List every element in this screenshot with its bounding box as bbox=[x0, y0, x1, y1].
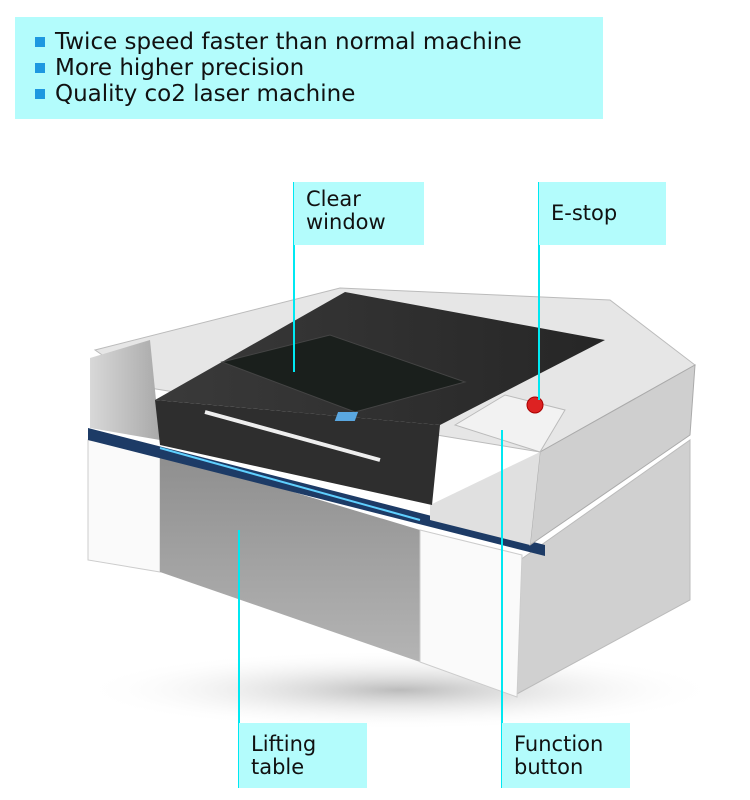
callout-text: Function bbox=[514, 732, 604, 756]
square-bullet-icon bbox=[35, 37, 45, 47]
feature-item: More higher precision bbox=[35, 55, 603, 81]
feature-item: Twice speed faster than normal machine bbox=[35, 29, 603, 55]
callout-clear-window: Clear window bbox=[294, 182, 424, 245]
left-block bbox=[90, 340, 160, 440]
callout-line bbox=[238, 530, 240, 788]
left-pillar bbox=[87, 439, 161, 573]
callout-line bbox=[293, 182, 295, 372]
callout-text: Clear bbox=[306, 187, 361, 211]
callout-text: Lifting bbox=[251, 732, 317, 756]
callout-e-stop: E-stop bbox=[539, 182, 666, 245]
callout-line bbox=[501, 430, 503, 788]
callout-lifting-table: Lifting table bbox=[239, 723, 367, 788]
callout-function-button: Function button bbox=[502, 723, 630, 788]
right-front-upper bbox=[430, 452, 540, 545]
feature-text: Quality co2 laser machine bbox=[55, 81, 356, 107]
lifting-table-door bbox=[160, 452, 420, 662]
callout-text: E-stop bbox=[551, 201, 618, 225]
callout-text: window bbox=[306, 210, 386, 234]
shadow bbox=[80, 650, 720, 730]
feature-list: Twice speed faster than normal machine M… bbox=[15, 17, 603, 119]
callout-line bbox=[538, 182, 540, 400]
callout-text: table bbox=[251, 755, 305, 779]
feature-text: Twice speed faster than normal machine bbox=[55, 29, 522, 55]
lcd-display bbox=[334, 412, 359, 421]
e-stop-button[interactable] bbox=[526, 396, 544, 414]
feature-item: Quality co2 laser machine bbox=[35, 81, 603, 107]
callout-text: button bbox=[514, 755, 584, 779]
right-pillar bbox=[419, 529, 523, 698]
square-bullet-icon bbox=[35, 63, 45, 73]
lid-handle bbox=[204, 410, 381, 462]
square-bullet-icon bbox=[35, 89, 45, 99]
feature-text: More higher precision bbox=[55, 55, 305, 81]
lid-front bbox=[155, 400, 440, 505]
